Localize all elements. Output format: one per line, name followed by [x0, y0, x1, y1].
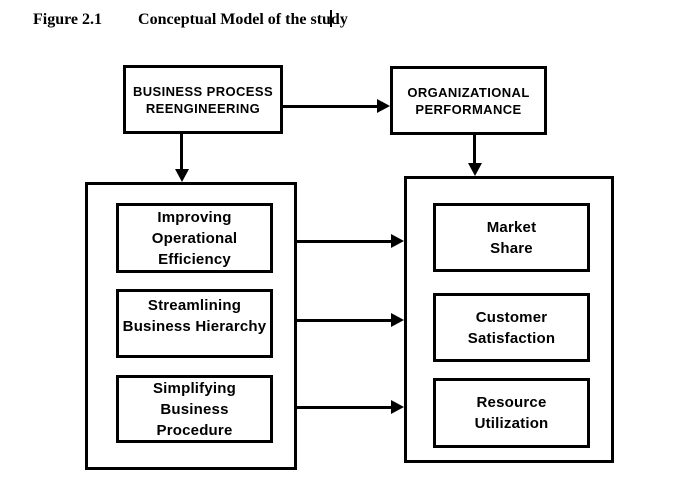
node-label-line: Simplifying Business	[152, 379, 237, 418]
arrow-left-to-right-3-line	[297, 406, 391, 409]
node-label-line: Utilization	[474, 415, 549, 432]
node-customer-satisfaction[interactable]: Customer Satisfaction	[433, 293, 590, 362]
node-organizational-performance[interactable]: ORGANIZATIONAL PERFORMANCE	[390, 66, 547, 135]
node-label-line: Improving	[157, 208, 232, 226]
node-simplifying-business-procedure[interactable]: Simplifying Business Procedure	[116, 375, 273, 443]
figure-caption-text-2: dy	[330, 11, 348, 28]
arrow-left-to-right-2-line	[297, 319, 391, 322]
node-label-line: Satisfaction	[467, 329, 556, 347]
figure-caption: Conceptual Model of the study	[138, 10, 348, 28]
node-resource-utilization[interactable]: Resource Utilization	[433, 378, 590, 448]
figure-title: Figure 2.1 Conceptual Model of the study	[33, 10, 348, 29]
text-caret	[329, 10, 332, 27]
node-label-line: Streamlining	[147, 297, 242, 314]
node-business-process-reengineering[interactable]: BUSINESS PROCESS REENGINEERING	[123, 65, 283, 134]
node-streamlining-business-hierarchy[interactable]: Streamlining Business Hierarchy	[116, 289, 273, 358]
arrow-bpr-to-op-line	[283, 105, 378, 108]
arrow-bpr-to-op-arrowhead-icon	[377, 99, 390, 113]
node-improving-operational-efficiency[interactable]: Improving Operational Efficiency	[116, 203, 273, 273]
node-label-line: Operational	[151, 229, 238, 247]
node-label-line: Resource	[476, 394, 547, 411]
node-label-line: Procedure	[156, 421, 233, 439]
node-label-line: Efficiency	[158, 250, 231, 268]
node-label-line: REENGINEERING	[145, 100, 261, 116]
figure-label: Figure 2.1	[33, 11, 103, 28]
arrow-left-to-right-2-arrowhead-icon	[391, 313, 404, 327]
node-label-line: Market	[486, 218, 537, 236]
node-label-line: ORGANIZATIONAL	[407, 84, 530, 100]
arrow-left-to-right-1-line	[297, 240, 391, 243]
node-market-share[interactable]: Market Share	[433, 203, 590, 272]
node-label-line: PERFORMANCE	[415, 101, 522, 117]
figure-caption-text-1: Conceptual Model of the stu	[138, 11, 331, 28]
arrow-op-to-group-arrowhead-icon	[468, 163, 482, 176]
arrow-left-to-right-3-arrowhead-icon	[391, 400, 404, 414]
arrow-bpr-to-group-arrowhead-icon	[175, 169, 189, 182]
node-label-line: BUSINESS PROCESS	[132, 83, 274, 99]
node-label-line: Customer	[475, 308, 548, 326]
arrow-op-to-group-line	[473, 135, 476, 164]
arrow-left-to-right-1-arrowhead-icon	[391, 234, 404, 248]
arrow-bpr-to-group-line	[180, 134, 183, 170]
node-label-line: Business Hierarchy	[122, 318, 267, 335]
node-label-line: Share	[490, 239, 533, 257]
